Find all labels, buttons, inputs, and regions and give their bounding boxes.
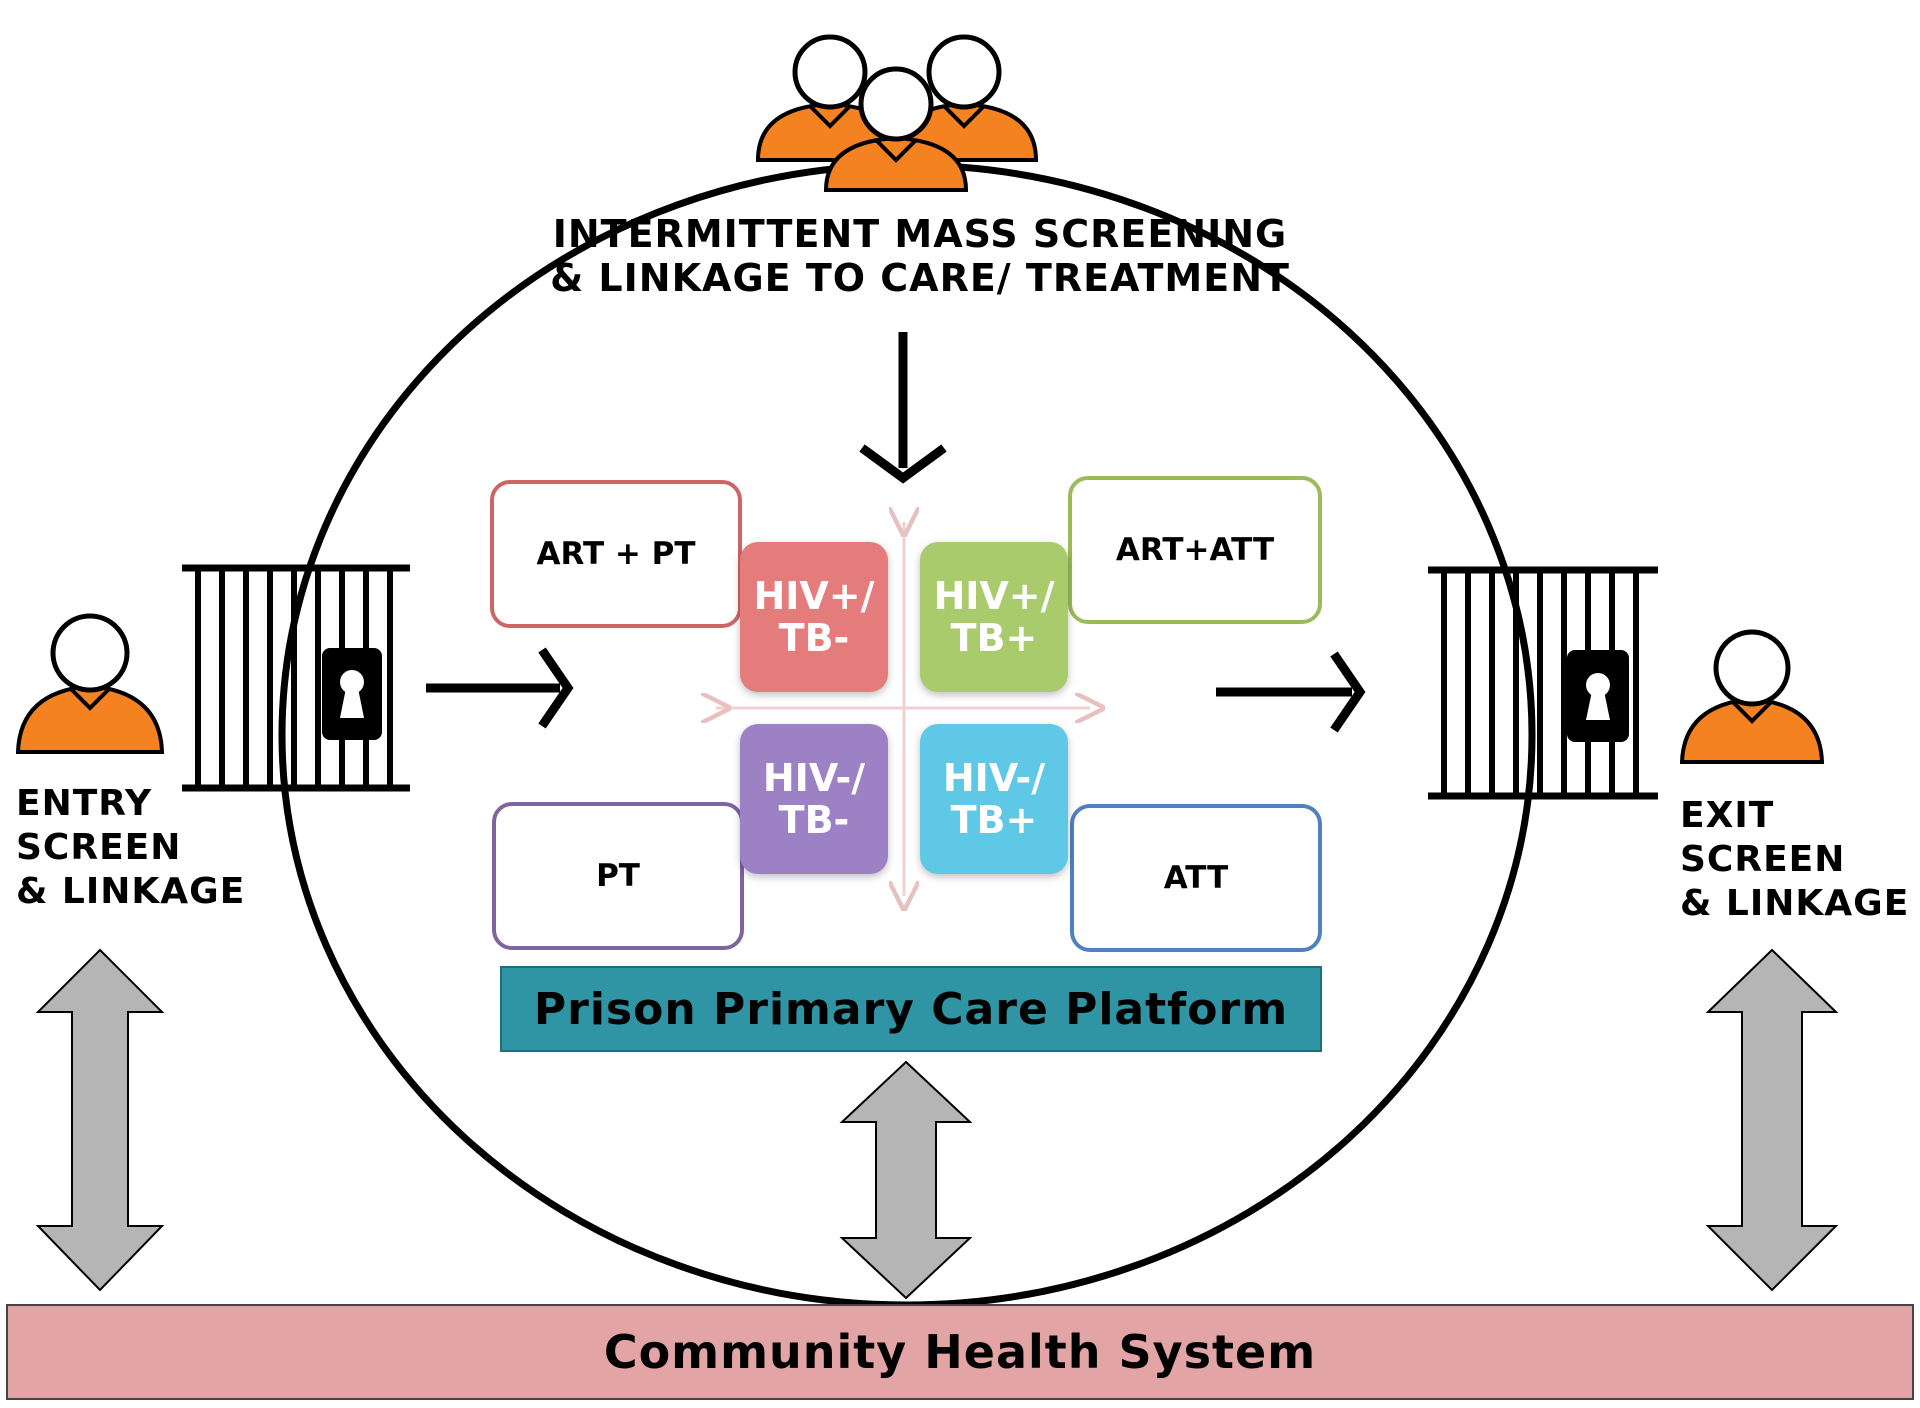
treatment-box-pt: PT [492, 802, 744, 950]
entry-label-line1: ENTRY [16, 783, 153, 824]
community-health-system: Community Health System [6, 1304, 1914, 1400]
person-icon-exit [1679, 629, 1825, 764]
exit-label-line2: SCREEN [1680, 839, 1846, 880]
quadrant-hiv-neg-tb-neg: HIV-/ TB- [740, 724, 888, 874]
arrow-down-icon [859, 332, 947, 484]
treatment-box-att: ATT [1070, 804, 1322, 952]
double-arrow-icon-center [839, 1060, 973, 1300]
quadrant-hiv-neg-tb-neg-line1: HIV-/ [762, 756, 866, 800]
entry-label: ENTRY SCREEN & LINKAGE [16, 782, 245, 914]
treatment-box-art-att: ART+ATT [1068, 476, 1322, 624]
entry-label-line3: & LINKAGE [16, 871, 246, 912]
person-icon-front [823, 66, 969, 192]
treatment-box-art-pt: ART + PT [490, 480, 742, 628]
exit-label-line3: & LINKAGE [1680, 883, 1910, 924]
quadrant-hiv-neg-tb-neg-line2: TB- [778, 798, 850, 842]
quadrant-hiv-pos-tb-neg-line1: HIV+/ [753, 574, 875, 618]
quadrant-hiv-pos-tb-neg-line2: TB- [778, 616, 850, 660]
exit-label: EXIT SCREEN & LINKAGE [1680, 794, 1909, 926]
quadrant-hiv-pos-tb-pos-line2: TB+ [950, 616, 1038, 660]
quadrant-hiv-neg-tb-pos-line1: HIV-/ [942, 756, 1046, 800]
person-icon-entry [15, 613, 165, 754]
quadrant-hiv-neg-tb-pos-line2: TB+ [950, 798, 1038, 842]
arrow-right-icon-entry [426, 647, 574, 729]
screening-heading: INTERMITTENT MASS SCREENING & LINKAGE TO… [520, 212, 1320, 300]
jail-cell-icon-exit [1428, 566, 1658, 800]
entry-label-line2: SCREEN [16, 827, 182, 868]
quadrant-hiv-pos-tb-neg: HIV+/ TB- [740, 542, 888, 692]
quadrant-hiv-pos-tb-pos-line1: HIV+/ [933, 574, 1055, 618]
screening-heading-line2: & LINKAGE TO CARE/ TREATMENT [550, 256, 1290, 300]
arrow-right-icon-exit [1216, 651, 1366, 733]
double-arrow-icon-right [1705, 948, 1839, 1292]
people-group-icon [755, 34, 1039, 192]
prison-primary-care-platform: Prison Primary Care Platform [500, 966, 1322, 1052]
double-arrow-icon-left [35, 948, 165, 1292]
screening-heading-line1: INTERMITTENT MASS SCREENING [552, 212, 1288, 256]
quadrant-hiv-neg-tb-pos: HIV-/ TB+ [920, 724, 1068, 874]
jail-cell-icon-entry [182, 564, 410, 792]
exit-label-line1: EXIT [1680, 795, 1775, 836]
quadrant-axes [716, 522, 1090, 896]
quadrant-hiv-pos-tb-pos: HIV+/ TB+ [920, 542, 1068, 692]
